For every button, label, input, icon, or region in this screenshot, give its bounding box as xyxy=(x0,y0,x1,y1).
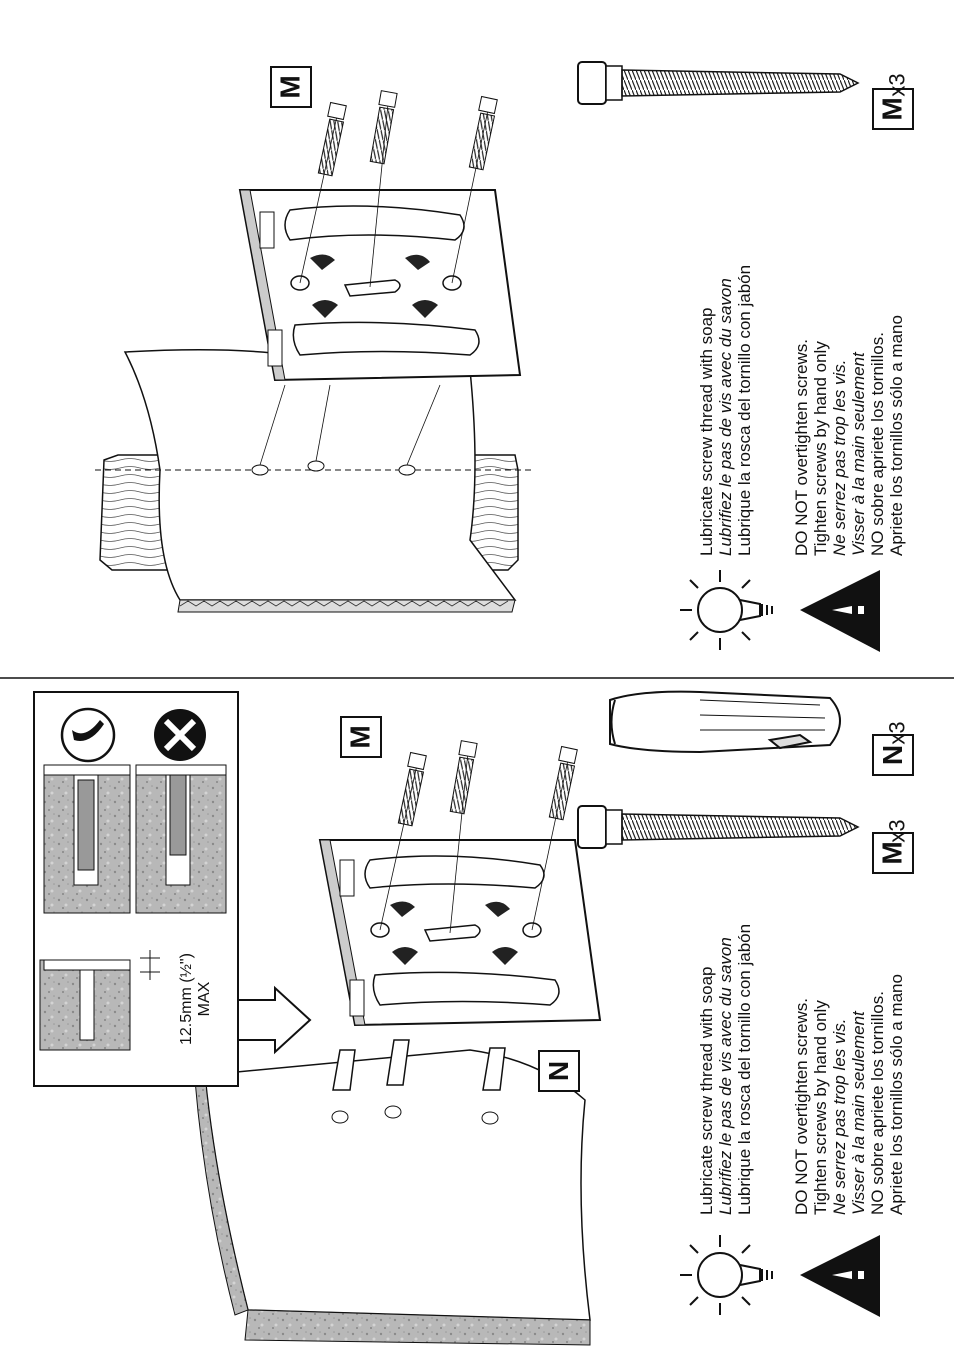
caution-text-bottom: DO NOT overtighten screws. Tighten screw… xyxy=(792,974,906,1215)
drywall-sheet xyxy=(123,349,517,601)
screws-bottom xyxy=(379,740,578,934)
qty-n: x3 xyxy=(884,721,910,745)
lubricate-text-top: Lubricate screw thread with soap Lubrifi… xyxy=(697,264,754,556)
qty-m-top: x3 xyxy=(884,73,910,97)
wall-plate-top xyxy=(238,189,522,382)
n-label-anchor-large: N xyxy=(872,734,914,776)
warning-triangle-icon xyxy=(800,570,880,652)
concrete-wall xyxy=(204,1049,591,1321)
n-label-anchors: N xyxy=(538,1050,580,1092)
check-icon xyxy=(60,707,116,763)
wood-stud-panel xyxy=(95,61,880,652)
caution-text-top: DO NOT overtighten screws. Tighten screw… xyxy=(792,315,906,556)
m-label-top-plate: M xyxy=(270,66,312,108)
cross-icon xyxy=(154,709,206,761)
detail-inset xyxy=(33,691,312,1087)
lubricate-text-bottom: Lubricate screw thread with soap Lubrifi… xyxy=(697,923,754,1215)
lightbulb-icon xyxy=(680,1235,773,1315)
screw-m-bottom xyxy=(577,805,860,849)
anchors-n xyxy=(332,1039,506,1091)
warning-triangle-icon xyxy=(800,1235,880,1317)
anchor-n-large xyxy=(609,690,841,754)
m-label-bottom-plate: M xyxy=(340,716,382,758)
screws-top xyxy=(299,90,498,288)
qty-m-bottom: x3 xyxy=(884,819,910,843)
screw-m-top xyxy=(577,61,860,105)
m-label-bottom-screw: M xyxy=(872,832,914,874)
lightbulb-icon xyxy=(680,570,773,650)
concrete-wall-panel xyxy=(33,690,880,1346)
m-label-top-screw: M xyxy=(872,88,914,130)
wall-plate-bottom xyxy=(318,839,602,1027)
drill-depth-label: 12.5mm (½") MAX xyxy=(178,953,213,1045)
